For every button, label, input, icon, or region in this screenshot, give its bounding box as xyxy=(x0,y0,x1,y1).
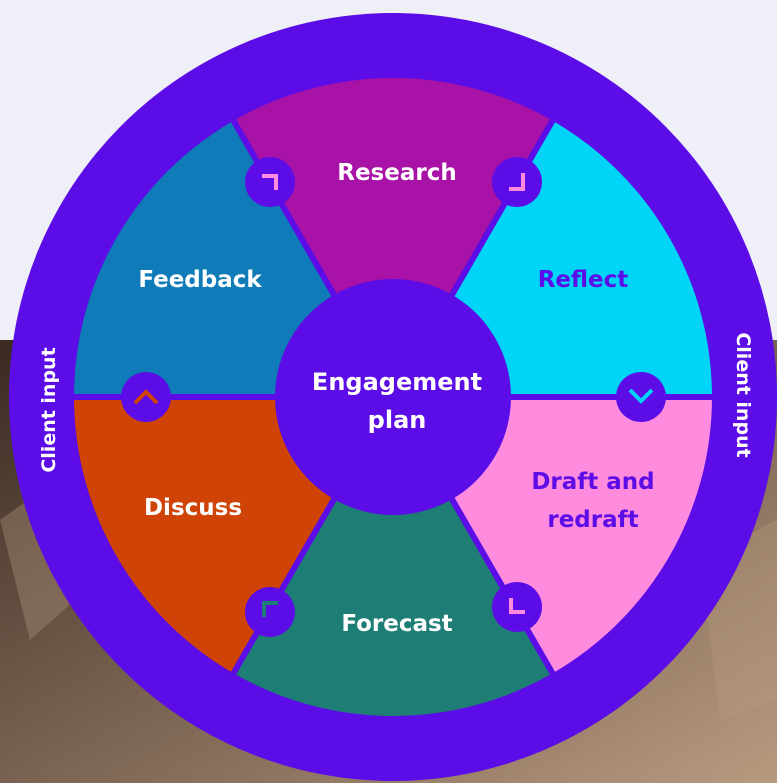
chevron-icon[interactable] xyxy=(492,157,542,207)
chevron-down-icon[interactable] xyxy=(616,372,666,422)
label-reflect: Reflect xyxy=(538,267,629,293)
label-research: Research xyxy=(337,160,456,186)
center-label-line2: plan xyxy=(368,406,427,434)
label-draft-line1: Draft and xyxy=(531,469,654,495)
chevron-icon[interactable] xyxy=(492,582,542,632)
center-hub[interactable] xyxy=(275,279,511,515)
chevron-icon[interactable] xyxy=(245,157,295,207)
label-feedback: Feedback xyxy=(138,267,262,293)
ring-label-right: Client input xyxy=(732,332,754,457)
label-discuss: Discuss xyxy=(144,495,242,521)
label-draft-line2: redraft xyxy=(547,507,638,533)
ring-label-left: Client input xyxy=(38,347,60,472)
segment-research[interactable] xyxy=(233,77,553,397)
center-label-line1: Engagement xyxy=(312,368,482,396)
chevron-icon[interactable] xyxy=(245,587,295,637)
segment-forecast[interactable] xyxy=(233,397,553,717)
label-forecast: Forecast xyxy=(341,611,452,637)
chevron-up-icon[interactable] xyxy=(121,372,171,422)
